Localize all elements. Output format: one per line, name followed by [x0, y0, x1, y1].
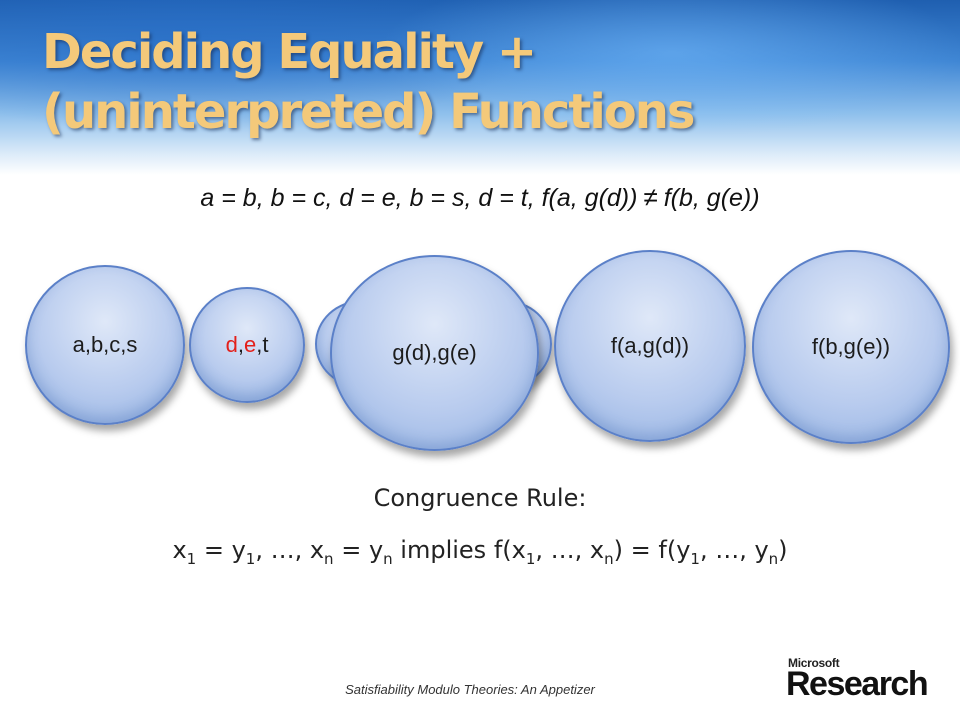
rule-var: x	[172, 536, 187, 564]
title-line-2: (uninterpreted) Functions	[42, 84, 695, 140]
rule-var: x	[589, 536, 605, 564]
slide-title: Deciding Equality + (uninterpreted) Func…	[42, 22, 695, 142]
rule-text: =	[196, 536, 232, 564]
rule-text: , …,	[699, 536, 755, 564]
rule-var: y	[676, 536, 691, 564]
logo-microsoft: Microsoft	[788, 656, 840, 670]
rule-sub: 1	[245, 549, 256, 568]
rule-func: f	[658, 536, 667, 564]
rule-sub: n	[383, 549, 393, 568]
class-fbge: f(b,g(e))	[752, 250, 950, 444]
class-det-e: e	[243, 332, 257, 357]
class-det-t: t	[262, 332, 269, 357]
rule-sub: n	[604, 549, 614, 568]
class-gd-ge: g(d),g(e)	[330, 255, 539, 451]
class-det: d,e,t	[189, 287, 305, 403]
rule-sub: n	[768, 549, 779, 568]
rule-text: , …,	[535, 536, 590, 564]
class-abcs-label: a,b,c,s	[72, 332, 138, 357]
congruence-heading: Congruence Rule:	[373, 484, 587, 512]
rule-sub: 1	[186, 549, 197, 568]
rule-text: implies	[392, 536, 494, 564]
rule-sub: 1	[525, 549, 536, 568]
footer-caption: Satisfiability Modulo Theories: An Appet…	[345, 682, 595, 697]
rule-sub: 1	[690, 549, 700, 568]
congruence-rule: x1 = y1, …, xn = yn implies f(x1, …, xn)…	[0, 536, 960, 568]
rule-var: x	[511, 536, 526, 564]
rule-var: y	[368, 536, 384, 564]
title-line-1: Deciding Equality +	[42, 24, 537, 80]
rule-sub: n	[324, 549, 334, 568]
rule-text: , …,	[255, 536, 310, 564]
rule-text: )	[778, 536, 788, 564]
equation: a = b, b = c, d = e, b = s, d = t, f(a, …	[0, 182, 960, 213]
microsoft-research-logo: Microsoft Research	[786, 656, 936, 706]
not-equal-symbol: ≠	[643, 182, 658, 212]
class-det-comma: ,	[237, 332, 244, 357]
rule-text: (	[502, 536, 512, 564]
rule-var: x	[309, 536, 325, 564]
rule-var: y	[231, 536, 246, 564]
equation-left: a = b, b = c, d = e, b = s, d = t, f(a, …	[200, 184, 638, 212]
class-fagd-label: f(a,g(d))	[610, 333, 690, 358]
rule-text: (	[666, 536, 677, 564]
rule-text: =	[333, 536, 369, 564]
logo-research: Research	[786, 665, 929, 703]
class-det-label: d,e,t	[226, 332, 269, 358]
rule-func: f	[493, 536, 503, 564]
class-det-d: d	[225, 332, 238, 357]
class-abcs: a,b,c,s	[25, 265, 185, 425]
class-det-comma: ,	[256, 332, 263, 357]
class-fagd: f(a,g(d))	[554, 250, 746, 442]
rule-var: y	[754, 536, 769, 564]
rule-text: ) =	[613, 536, 659, 564]
class-fbge-label: f(b,g(e))	[811, 334, 891, 359]
equation-right: f(b, g(e))	[663, 184, 760, 212]
header-background	[0, 0, 960, 175]
class-gd-ge-label: g(d),g(e)	[392, 340, 477, 365]
